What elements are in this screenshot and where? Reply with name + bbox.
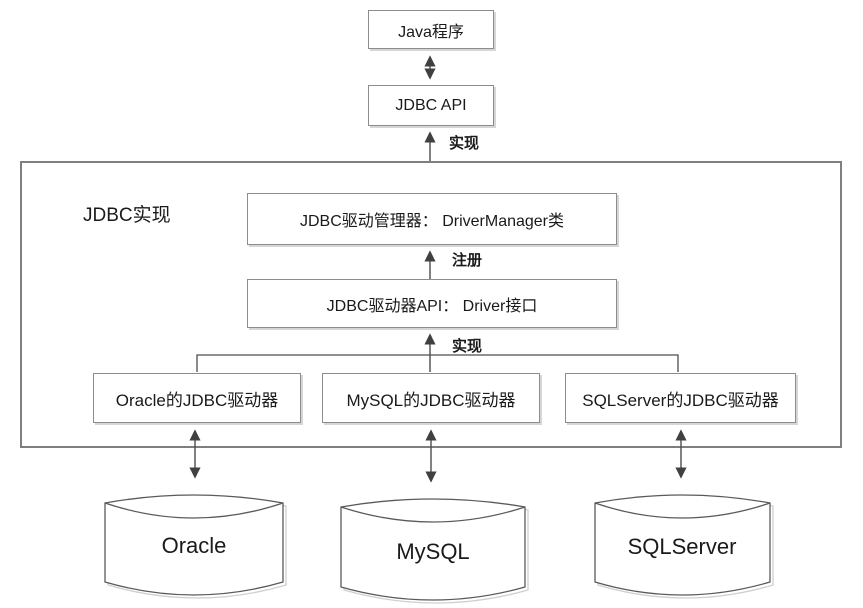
branch-connector-line bbox=[196, 354, 679, 372]
driver-manager-label: JDBC驱动管理器： DriverManager类 bbox=[299, 213, 565, 230]
oracle-driver-label: Oracle的JDBC驱动器 bbox=[115, 390, 279, 410]
edge-label-register: 注册 bbox=[452, 252, 483, 269]
edge-label-implement-bottom: 实现 bbox=[452, 338, 483, 355]
java-app-box: Java程序 bbox=[368, 10, 494, 49]
mysql-db-label: MySQL bbox=[396, 539, 470, 564]
driver-manager-box: JDBC驱动管理器： DriverManager类 bbox=[247, 193, 617, 245]
sqlserver-db-label: SQLServer bbox=[627, 534, 737, 559]
mysql-driver-box: MySQL的JDBC驱动器 bbox=[322, 373, 540, 423]
driver-api-label: JDBC驱动器API： Driver接口 bbox=[326, 297, 538, 315]
sqlserver-db-cylinder bbox=[594, 494, 771, 596]
jdbc-impl-title: JDBC实现 bbox=[83, 205, 171, 226]
mysql-driver-label: MySQL的JDBC驱动器 bbox=[346, 390, 516, 410]
driver-api-box: JDBC驱动器API： Driver接口 bbox=[247, 279, 617, 328]
sqlserver-driver-box: SQLServer的JDBC驱动器 bbox=[565, 373, 796, 423]
edge-label-implement-top: 实现 bbox=[449, 135, 480, 152]
oracle-db-label: Oracle bbox=[161, 533, 227, 558]
oracle-driver-box: Oracle的JDBC驱动器 bbox=[93, 373, 301, 423]
java-app-label: Java程序 bbox=[398, 23, 464, 41]
sqlserver-driver-label: SQLServer的JDBC驱动器 bbox=[582, 390, 779, 410]
mysql-db-cylinder bbox=[340, 498, 526, 601]
jdbc-api-box: JDBC API bbox=[368, 85, 494, 126]
oracle-db-cylinder bbox=[104, 494, 284, 596]
jdbc-api-label: JDBC API bbox=[395, 96, 467, 114]
